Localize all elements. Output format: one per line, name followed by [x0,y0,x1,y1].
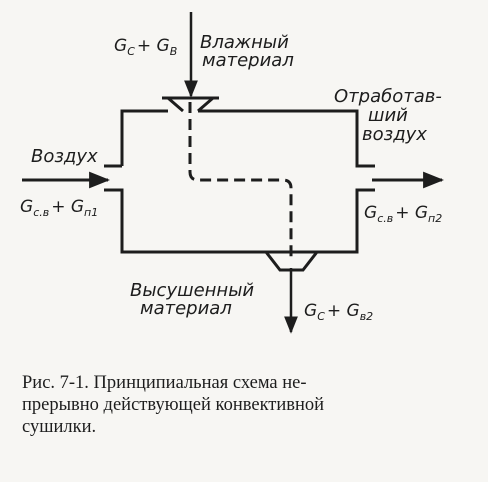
dried-material-label-line2: материал [140,298,232,319]
exhaust-air-label-line1: Отработав- [334,86,442,107]
air-inlet-flow-label: Gс.в+ Gп1 [20,197,98,219]
wet-material-label-line2: материал [202,50,294,71]
caption-line-3: сушилки. [22,417,97,437]
exhaust-air-label-line2: ший [368,105,408,126]
caption-line-1: Рис. 7-1. Принципиальная схема не- [22,373,307,393]
air-outlet-flow-label: Gс.в+ Gп2 [364,203,442,225]
dried-material-label-line1: Высушенный [130,280,254,301]
figure-caption: Рис. 7-1. Принципиальная схема не- преры… [22,372,462,438]
air-inlet-label: Воздух [31,146,98,167]
material-path-dashed [188,102,293,262]
product-flow-label: GС+ Gв2 [304,301,373,323]
caption-line-2: прерывно действующей конвективной [22,395,325,415]
wet-material-label-line1: Влажный [200,32,289,53]
exhaust-air-label-line3: воздух [362,124,427,145]
feed-flow-label: GС+ GВ [114,36,177,58]
dryer-housing-outline [104,96,375,272]
